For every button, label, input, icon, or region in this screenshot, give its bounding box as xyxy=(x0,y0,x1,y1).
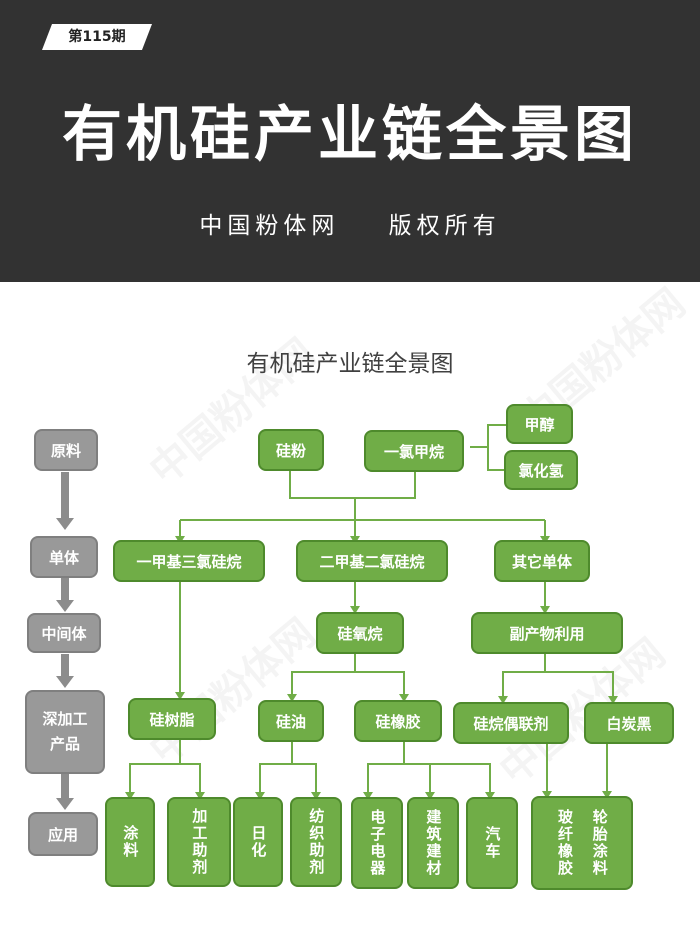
app-electronics: 电子电器 xyxy=(351,797,403,889)
app-glass-rubber-tire-coatings: 玻纤橡胶 轮胎涂料 xyxy=(531,796,633,890)
issue-badge-shape xyxy=(42,24,152,50)
node-siloxane: 硅氧烷 xyxy=(316,612,404,654)
app-building-materials: 建筑建材 xyxy=(407,797,459,889)
node-dimethyldichlorosilane: 二甲基二氯硅烷 xyxy=(296,540,448,582)
issue-number: 第115期 xyxy=(68,29,126,45)
stage-deep-processing: 深加工产品 xyxy=(25,690,105,774)
node-byproduct-utilization: 副产物利用 xyxy=(471,612,623,654)
node-methyltrichlorosilane: 一甲基三氯硅烷 xyxy=(113,540,265,582)
app-electronics-label: 电子电器 xyxy=(368,809,387,877)
app-automobile-label: 汽车 xyxy=(483,826,502,860)
app-daily-chemicals: 日化 xyxy=(233,797,283,887)
stage-intermediate: 中间体 xyxy=(27,613,101,653)
node-hydrogen-chloride: 氯化氢 xyxy=(504,450,578,490)
app-tire-coatings-label: 轮胎涂料 xyxy=(590,809,609,877)
node-silicone-rubber: 硅橡胶 xyxy=(354,700,442,742)
app-processing-aids: 加工助剂 xyxy=(167,797,231,887)
node-methyl-chloride: 一氯甲烷 xyxy=(364,430,464,472)
app-glass-fiber-rubber-label: 玻纤橡胶 xyxy=(556,809,574,877)
node-methanol: 甲醇 xyxy=(506,404,573,444)
stage-monomer: 单体 xyxy=(30,536,98,578)
app-textile-aids: 纺织助剂 xyxy=(290,797,342,887)
stage-application: 应用 xyxy=(28,812,98,856)
app-processing-aids-label: 加工助剂 xyxy=(190,808,209,876)
app-coatings: 涂料 xyxy=(105,797,155,887)
node-white-carbon-black: 白炭黑 xyxy=(584,702,674,744)
stage-raw-materials: 原料 xyxy=(34,429,98,471)
app-coatings-label: 涂料 xyxy=(121,825,140,859)
node-silicone-resin: 硅树脂 xyxy=(128,698,216,740)
issue-badge: 第115期 xyxy=(42,24,152,50)
node-other-monomers: 其它单体 xyxy=(494,540,590,582)
app-textile-aids-label: 纺织助剂 xyxy=(307,808,326,876)
app-building-materials-label: 建筑建材 xyxy=(424,809,443,877)
app-daily-chemicals-label: 日化 xyxy=(249,825,268,859)
node-silicone-oil: 硅油 xyxy=(258,700,324,742)
copyright-line: 中国粉体网 版权所有 xyxy=(199,213,501,239)
app-automobile: 汽车 xyxy=(466,797,518,889)
node-silicon-powder: 硅粉 xyxy=(258,429,324,471)
header-banner: 第115期 有机硅产业链全景图 中国粉体网 版权所有 xyxy=(0,0,700,282)
page-title: 有机硅产业链全景图 xyxy=(62,100,638,170)
diagram-title: 有机硅产业链全景图 xyxy=(246,351,454,377)
node-silane-coupling-agent: 硅烷偶联剂 xyxy=(453,702,569,744)
